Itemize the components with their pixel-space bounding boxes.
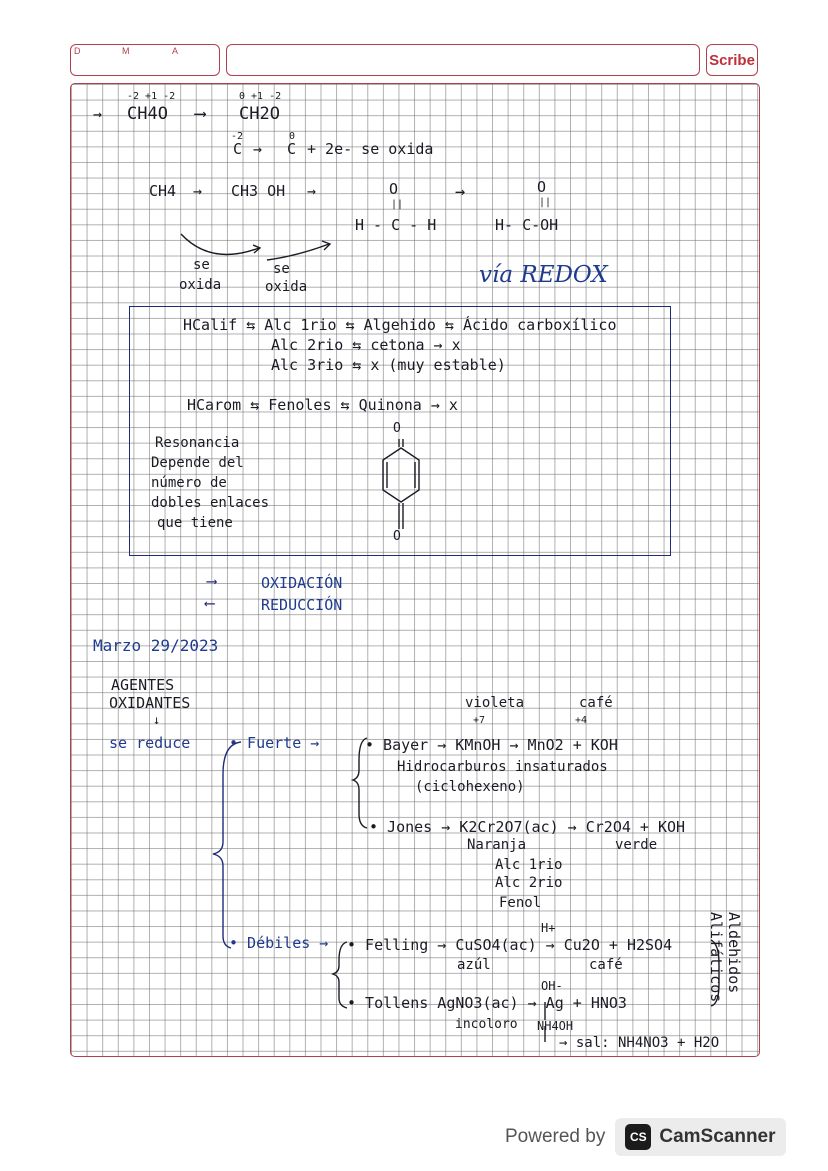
bayer-reaction: • Bayer → KMnOH → MnO2 + KOH [365,736,618,754]
weak-label: • Débiles → [229,934,329,952]
oxidation-pathway-box [129,306,671,556]
formula-ch4: CH4 [149,182,177,200]
brown-color: café [589,957,623,973]
year-label: A [172,46,179,56]
camscanner-badge: CS CamScanner [615,1118,786,1156]
carbon-left: C [233,140,243,158]
formula-ch3oh: CH3 OH [231,182,286,200]
date-fields [70,44,220,76]
oxygen: O [537,178,547,196]
powered-by-label: Powered by [505,1126,606,1147]
arrow: → [253,140,263,158]
oxygen: O [389,180,399,198]
weak-brace [330,941,348,1009]
strong-label: • Fuerte → [229,734,320,752]
pathway-line: HCalif ⇆ Alc 1rio ⇆ Algehido ⇆ Ácido car… [183,316,617,334]
ammonia-label: NH4OH [537,1019,574,1033]
quinone-ring [382,439,420,529]
arrow: → [455,182,466,202]
day-label: D [74,46,81,56]
resonance-note: número de [151,475,227,491]
pathway-line: Alc 2rio ⇆ cetona → x [271,336,461,354]
green-color: verde [615,837,658,853]
formula-ch4o: CH4O [127,104,168,124]
oxidation-label: OXIDACIÓN [261,574,343,592]
quinone-oxygen: O [393,421,401,436]
bayer-example: (ciclohexeno) [415,779,525,795]
curved-arrow [266,243,330,261]
carbon-right: C [287,140,297,158]
pathway-line: Alc 3rio ⇆ x (muy estable) [271,356,506,374]
date: Marzo 29/2023 [93,636,219,655]
bayer-substrate: Hidrocarburos insaturados [397,759,608,775]
pathway-line: HCarom ⇆ Fenoles ⇆ Quinona → x [187,396,458,414]
notebook-sheet: → -2 +1 -2 CH4O ⟶ 0 +1 -2 CH2O -2 C → 0 … [70,83,760,1057]
felling-reaction: • Felling → CuSO4(ac) → Cu2O + H2SO4 [347,936,673,954]
arrow: → [193,182,203,200]
electron-text: + 2e- se oxida [307,140,434,158]
se-oxida-label: oxida [179,277,222,293]
formaldehyde: H - C - H [355,216,437,234]
arrow: ⟶ [207,572,217,590]
scribe-logo: Scribe [706,44,758,76]
drawing-strokes [180,233,720,1042]
jones-substrate: Fenol [499,895,542,911]
jones-reaction: • Jones → K2Cr2O7(ac) → Cr2O4 + KOH [369,818,686,836]
arrow: ⟵ [205,594,215,612]
side-brace [710,939,720,1007]
arrow: → [93,105,103,123]
catalyst: OH- [541,979,563,993]
strong-brace [350,737,368,829]
double-bond: || [391,199,404,210]
formula-ch2o: CH2O [239,104,280,124]
se-oxida-label: oxida [265,279,308,295]
arrow: → [307,182,317,200]
oxidation-state: -2 [231,131,244,142]
title-field [226,44,700,76]
orange-color: Naranja [467,837,527,853]
se-oxida-label: se [193,257,210,273]
resonance-note: Resonancia [155,435,240,451]
jones-substrate: Alc 1rio [495,857,563,873]
quinone-oxygen: O [393,529,401,544]
down-arrow: ↓ [153,713,161,727]
resonance-note: Depende del [151,455,244,471]
formic-acid: H- C-OH [495,216,559,234]
camscanner-icon: CS [625,1124,652,1150]
double-bond: || [539,197,552,208]
jones-substrate: Alc 2rio [495,875,563,891]
scanner-footer: Powered by CS CamScanner [505,1118,786,1156]
month-label: M [122,46,130,56]
via-redox-title: vía REDOX [479,262,608,288]
oxidation-states: -2 +1 -2 [127,91,176,102]
resonance-note: dobles enlaces [151,495,270,511]
blue-color: azúl [457,957,491,973]
camscanner-name: CamScanner [659,1126,776,1147]
oxidation-states: 0 +1 -2 [239,91,282,102]
arrow: ⟶ [195,104,206,124]
curved-arrow [180,233,260,256]
resonance-note: que tiene [157,515,233,531]
heading: OXIDANTES [109,694,191,712]
oxidation-state: 0 [289,131,296,142]
catalyst: H+ [541,921,556,935]
salt-product: → sal: NH4NO3 + H2O [559,1035,720,1051]
main-brace [212,741,242,949]
violet-color: violeta [465,695,525,711]
se-reduce-label: se reduce [109,734,191,752]
colorless: incoloro [455,1017,518,1032]
reduction-label: REDUCCIÓN [261,596,343,614]
brown-color: café [579,695,613,711]
tollens-reaction: • Tollens AgNO3(ac) → Ag + HNO3 [347,994,627,1012]
se-oxida-label: se [273,261,290,277]
oxidation-state: +7 [473,715,486,726]
oxidation-state: +4 [575,715,588,726]
heading: AGENTES [111,676,175,694]
